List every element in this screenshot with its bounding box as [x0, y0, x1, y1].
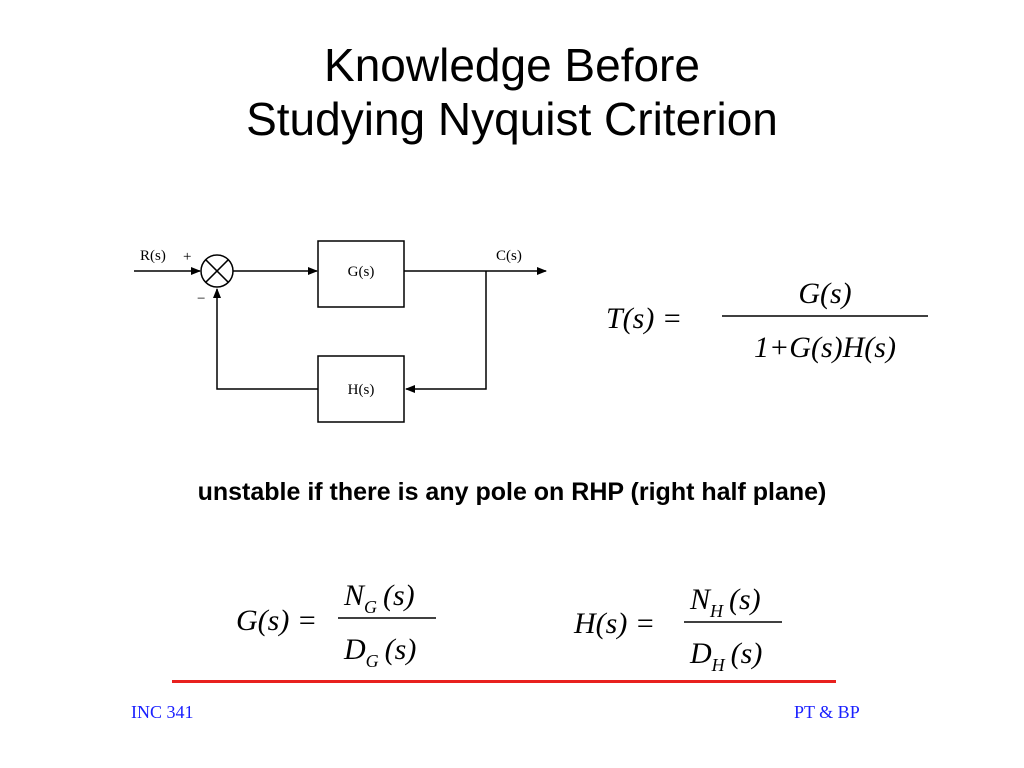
forward-block: [317, 240, 405, 308]
transfer-equation: T(s) = G(s) 1+G(s)H(s): [606, 277, 928, 364]
h-lhs: H(s) =: [573, 607, 655, 640]
transfer-lhs: T(s) =: [606, 302, 682, 335]
title-line-1: Knowledge Before: [324, 39, 700, 91]
title-line-2: Studying Nyquist Criterion: [246, 93, 778, 145]
h-num-sub: H: [709, 601, 724, 621]
feedback-path-right: [405, 271, 487, 393]
plus-sign: +: [183, 249, 191, 265]
input-label: R(s): [140, 248, 166, 264]
g-num-tail: (s): [383, 579, 415, 612]
h-numerator: NH(s): [689, 583, 761, 621]
h-num-tail: (s): [729, 583, 761, 616]
block-diagram: [134, 240, 547, 423]
minus-sign: −: [197, 291, 205, 307]
slide-title: Knowledge Before Studying Nyquist Criter…: [0, 38, 1024, 146]
footer-rule: [172, 680, 836, 683]
h-den-tail: (s): [731, 637, 763, 670]
g-num-sub: G: [364, 597, 377, 617]
summing-cross-2: [205, 259, 229, 283]
forward-block-label: G(s): [348, 264, 375, 280]
g-equation: G(s) = NG(s) DG(s): [236, 579, 436, 671]
g-lhs: G(s) =: [236, 604, 317, 637]
h-denominator: DH(s): [689, 637, 762, 675]
g-numerator: NG (s): [343, 579, 415, 617]
g-num-main: N: [343, 579, 366, 612]
g-den-sub: G: [366, 651, 379, 671]
g-den-main: D: [343, 633, 366, 666]
h-den-main: D: [689, 637, 712, 670]
transfer-denominator: 1+G(s)H(s): [754, 331, 896, 364]
transfer-numerator: G(s): [798, 277, 851, 310]
feedback-block-label: H(s): [348, 382, 375, 398]
stability-statement: unstable if there is any pole on RHP (ri…: [197, 478, 827, 506]
h-equation: H(s) = NH(s) DH(s): [573, 583, 782, 675]
feedback-path-left: [213, 288, 318, 390]
g-denominator: DG (s): [343, 633, 416, 671]
h-den-sub: H: [711, 655, 726, 675]
footer-authors: PT & BP: [794, 702, 860, 722]
g-den-tail: (s): [385, 633, 417, 666]
output-label: C(s): [496, 248, 522, 264]
h-num-main: N: [689, 583, 712, 616]
footer-course-code: INC 341: [131, 702, 194, 722]
